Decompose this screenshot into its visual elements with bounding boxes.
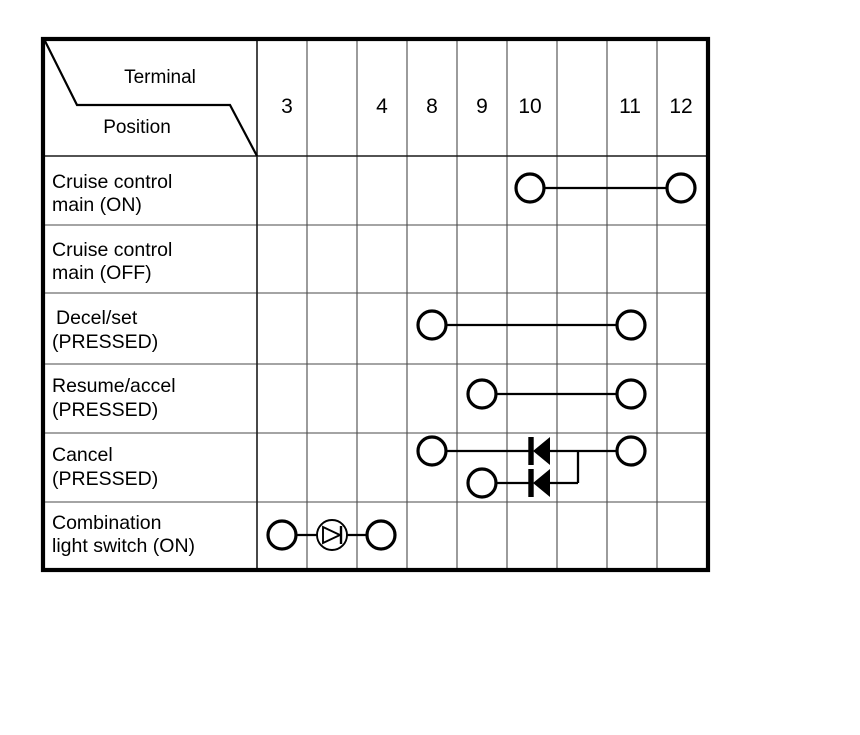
terminal-header-8: 8 [426, 95, 438, 118]
terminal-circle-11-row4 [615, 435, 647, 467]
terminal-circle-4-row5 [365, 519, 397, 551]
row-label-line2-5: light switch (ON) [52, 535, 195, 557]
row-gridlines [43, 155, 708, 503]
table-outer-frame [40, 36, 711, 573]
terminal-circle-8-row4 [416, 435, 448, 467]
terminal-circle-11-row2 [615, 309, 647, 341]
row-label-line2-0: main (ON) [52, 194, 142, 216]
row-cruise-control-main-on: Cruise control main (ON) [52, 171, 697, 216]
header-terminal-label: Terminal [124, 67, 196, 88]
row-label-line1-3: Resume/accel [52, 375, 176, 397]
diode-symbol-upper [528, 437, 550, 465]
row-label-line2-1: main (OFF) [52, 262, 152, 284]
terminal-circle-8-row2 [416, 309, 448, 341]
row-label-line1-1: Cruise control [52, 239, 172, 261]
row-label-line1-2: Decel/set [56, 307, 138, 329]
row-label-line2-4: (PRESSED) [52, 468, 158, 490]
row-label-line1-0: Cruise control [52, 171, 172, 193]
column-gridlines [306, 39, 658, 570]
header-position-label: Position [103, 117, 171, 138]
row-resume-accel-pressed: Resume/accel (PRESSED) [52, 375, 647, 421]
corner-header-diagonals [44, 40, 258, 157]
row-label-line1-4: Cancel [52, 444, 113, 466]
terminal-header-9: 9 [476, 95, 488, 118]
terminal-header-4: 4 [376, 95, 388, 118]
terminal-circle-10-row0 [514, 172, 546, 204]
terminal-circle-9-row4 [466, 467, 498, 499]
row-label-line2-2: (PRESSED) [52, 331, 158, 353]
terminal-header-12: 12 [669, 95, 692, 118]
row-cruise-control-main-off: Cruise control main (OFF) [52, 239, 172, 284]
terminal-header-3: 3 [281, 95, 293, 118]
terminal-circle-9-row3 [466, 378, 498, 410]
row-decel-set-pressed: Decel/set (PRESSED) [52, 307, 647, 353]
row-label-line1-5: Combination [52, 512, 161, 534]
diode-symbol-lower [528, 469, 550, 497]
terminal-header-11: 11 [619, 95, 641, 118]
row-cancel-pressed: Cancel (PRESSED) [52, 435, 647, 499]
terminal-header-10: 10 [518, 95, 541, 118]
terminal-circle-3-row5 [266, 519, 298, 551]
row-label-line2-3: (PRESSED) [52, 399, 158, 421]
terminal-circle-12-row0 [665, 172, 697, 204]
row-combination-light-switch-on: Combination light switch (ON) [52, 512, 397, 557]
terminal-circle-11-row3 [615, 378, 647, 410]
indicator-lamp-symbol [316, 519, 348, 551]
